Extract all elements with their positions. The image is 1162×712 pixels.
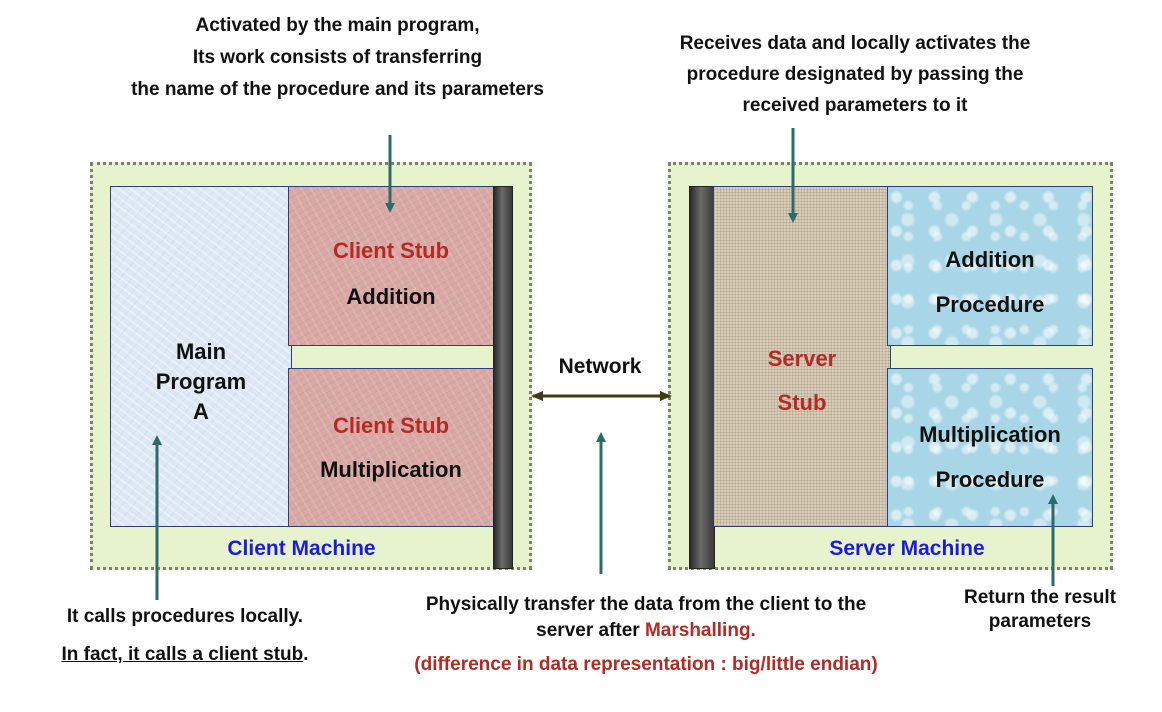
transfer-note-line1: Physically transfer the data from the cl… — [425, 594, 867, 615]
client-stub-multiplication-name: Multiplication — [320, 457, 462, 482]
client-stub-note-line: Activated by the main program, — [195, 15, 480, 36]
transfer-note-line2: server after Marshalling. — [360, 620, 932, 654]
calls-note-line2: In fact, it calls a client stub. — [20, 636, 350, 674]
client-stub-addition-name: Addition — [346, 284, 436, 309]
server-stub-note: Receives data and locally activates the … — [630, 33, 1080, 126]
main-program-line: A — [193, 399, 209, 424]
server-stub-box: Server Stub — [713, 186, 891, 527]
transfer-note-line2-start: server after — [536, 620, 645, 641]
client-stub-multiplication: Client Stub Multiplication — [288, 368, 494, 527]
return-note-line: Return the result — [963, 587, 1117, 608]
calls-note-underlined: In fact, it calls a client stub — [61, 644, 304, 665]
client-stub-addition-title: Client Stub — [332, 238, 450, 263]
client-stub-note: Activated by the main program, Its work … — [90, 15, 585, 111]
addition-procedure-line: Procedure — [935, 292, 1045, 317]
return-note: Return the result parameters — [940, 587, 1140, 635]
client-stub-multiplication-title: Client Stub — [332, 413, 450, 438]
server-stub-note-line: Receives data and locally activates the — [679, 33, 1031, 54]
client-transport-layer-bar — [493, 186, 513, 569]
client-stub-addition: Client Stub Addition — [288, 186, 494, 346]
server-stub-label: Server Stub — [714, 337, 890, 425]
addition-procedure-box: Addition Procedure — [887, 186, 1093, 346]
server-stub-line: Server — [767, 346, 837, 371]
main-program-line: Main — [175, 339, 227, 364]
calls-note: It calls procedures locally. In fact, it… — [20, 598, 350, 674]
calls-note-period: . — [303, 644, 309, 665]
multiplication-procedure-box: Multiplication Procedure — [887, 368, 1093, 527]
main-program-box: Main Program A — [110, 186, 292, 527]
main-program-label: Main Program A — [111, 337, 291, 427]
transfer-note-line3: (difference in data representation : big… — [414, 654, 878, 675]
addition-procedure-label: Addition Procedure — [888, 237, 1092, 327]
return-note-line: parameters — [988, 611, 1092, 632]
server-stub-line: Stub — [777, 390, 827, 415]
network-label: Network — [558, 355, 642, 378]
client-stub-note-line: the name of the procedure and its parame… — [131, 79, 544, 100]
server-stub-note-line: received parameters to it — [742, 95, 968, 116]
addition-procedure-line: Addition — [945, 247, 1035, 272]
server-machine: Server Stub Addition Procedure Multiplic… — [668, 162, 1113, 570]
multiplication-procedure-line: Multiplication — [919, 422, 1061, 447]
client-machine-label: Client Machine — [227, 537, 376, 560]
client-machine: Main Program A Client Stub Addition Clie… — [90, 162, 532, 570]
calls-note-line1: It calls procedures locally. — [66, 606, 304, 627]
client-stub-note-line: Its work consists of transferring — [192, 47, 483, 68]
main-program-line: Program — [155, 369, 247, 394]
multiplication-procedure-line: Procedure — [935, 467, 1045, 492]
server-stub-note-line: procedure designated by passing the — [686, 64, 1024, 85]
marshalling-highlight: Marshalling. — [644, 620, 756, 641]
multiplication-procedure-label: Multiplication Procedure — [888, 412, 1092, 502]
server-machine-label: Server Machine — [829, 537, 985, 560]
transfer-note: Physically transfer the data from the cl… — [360, 594, 932, 680]
